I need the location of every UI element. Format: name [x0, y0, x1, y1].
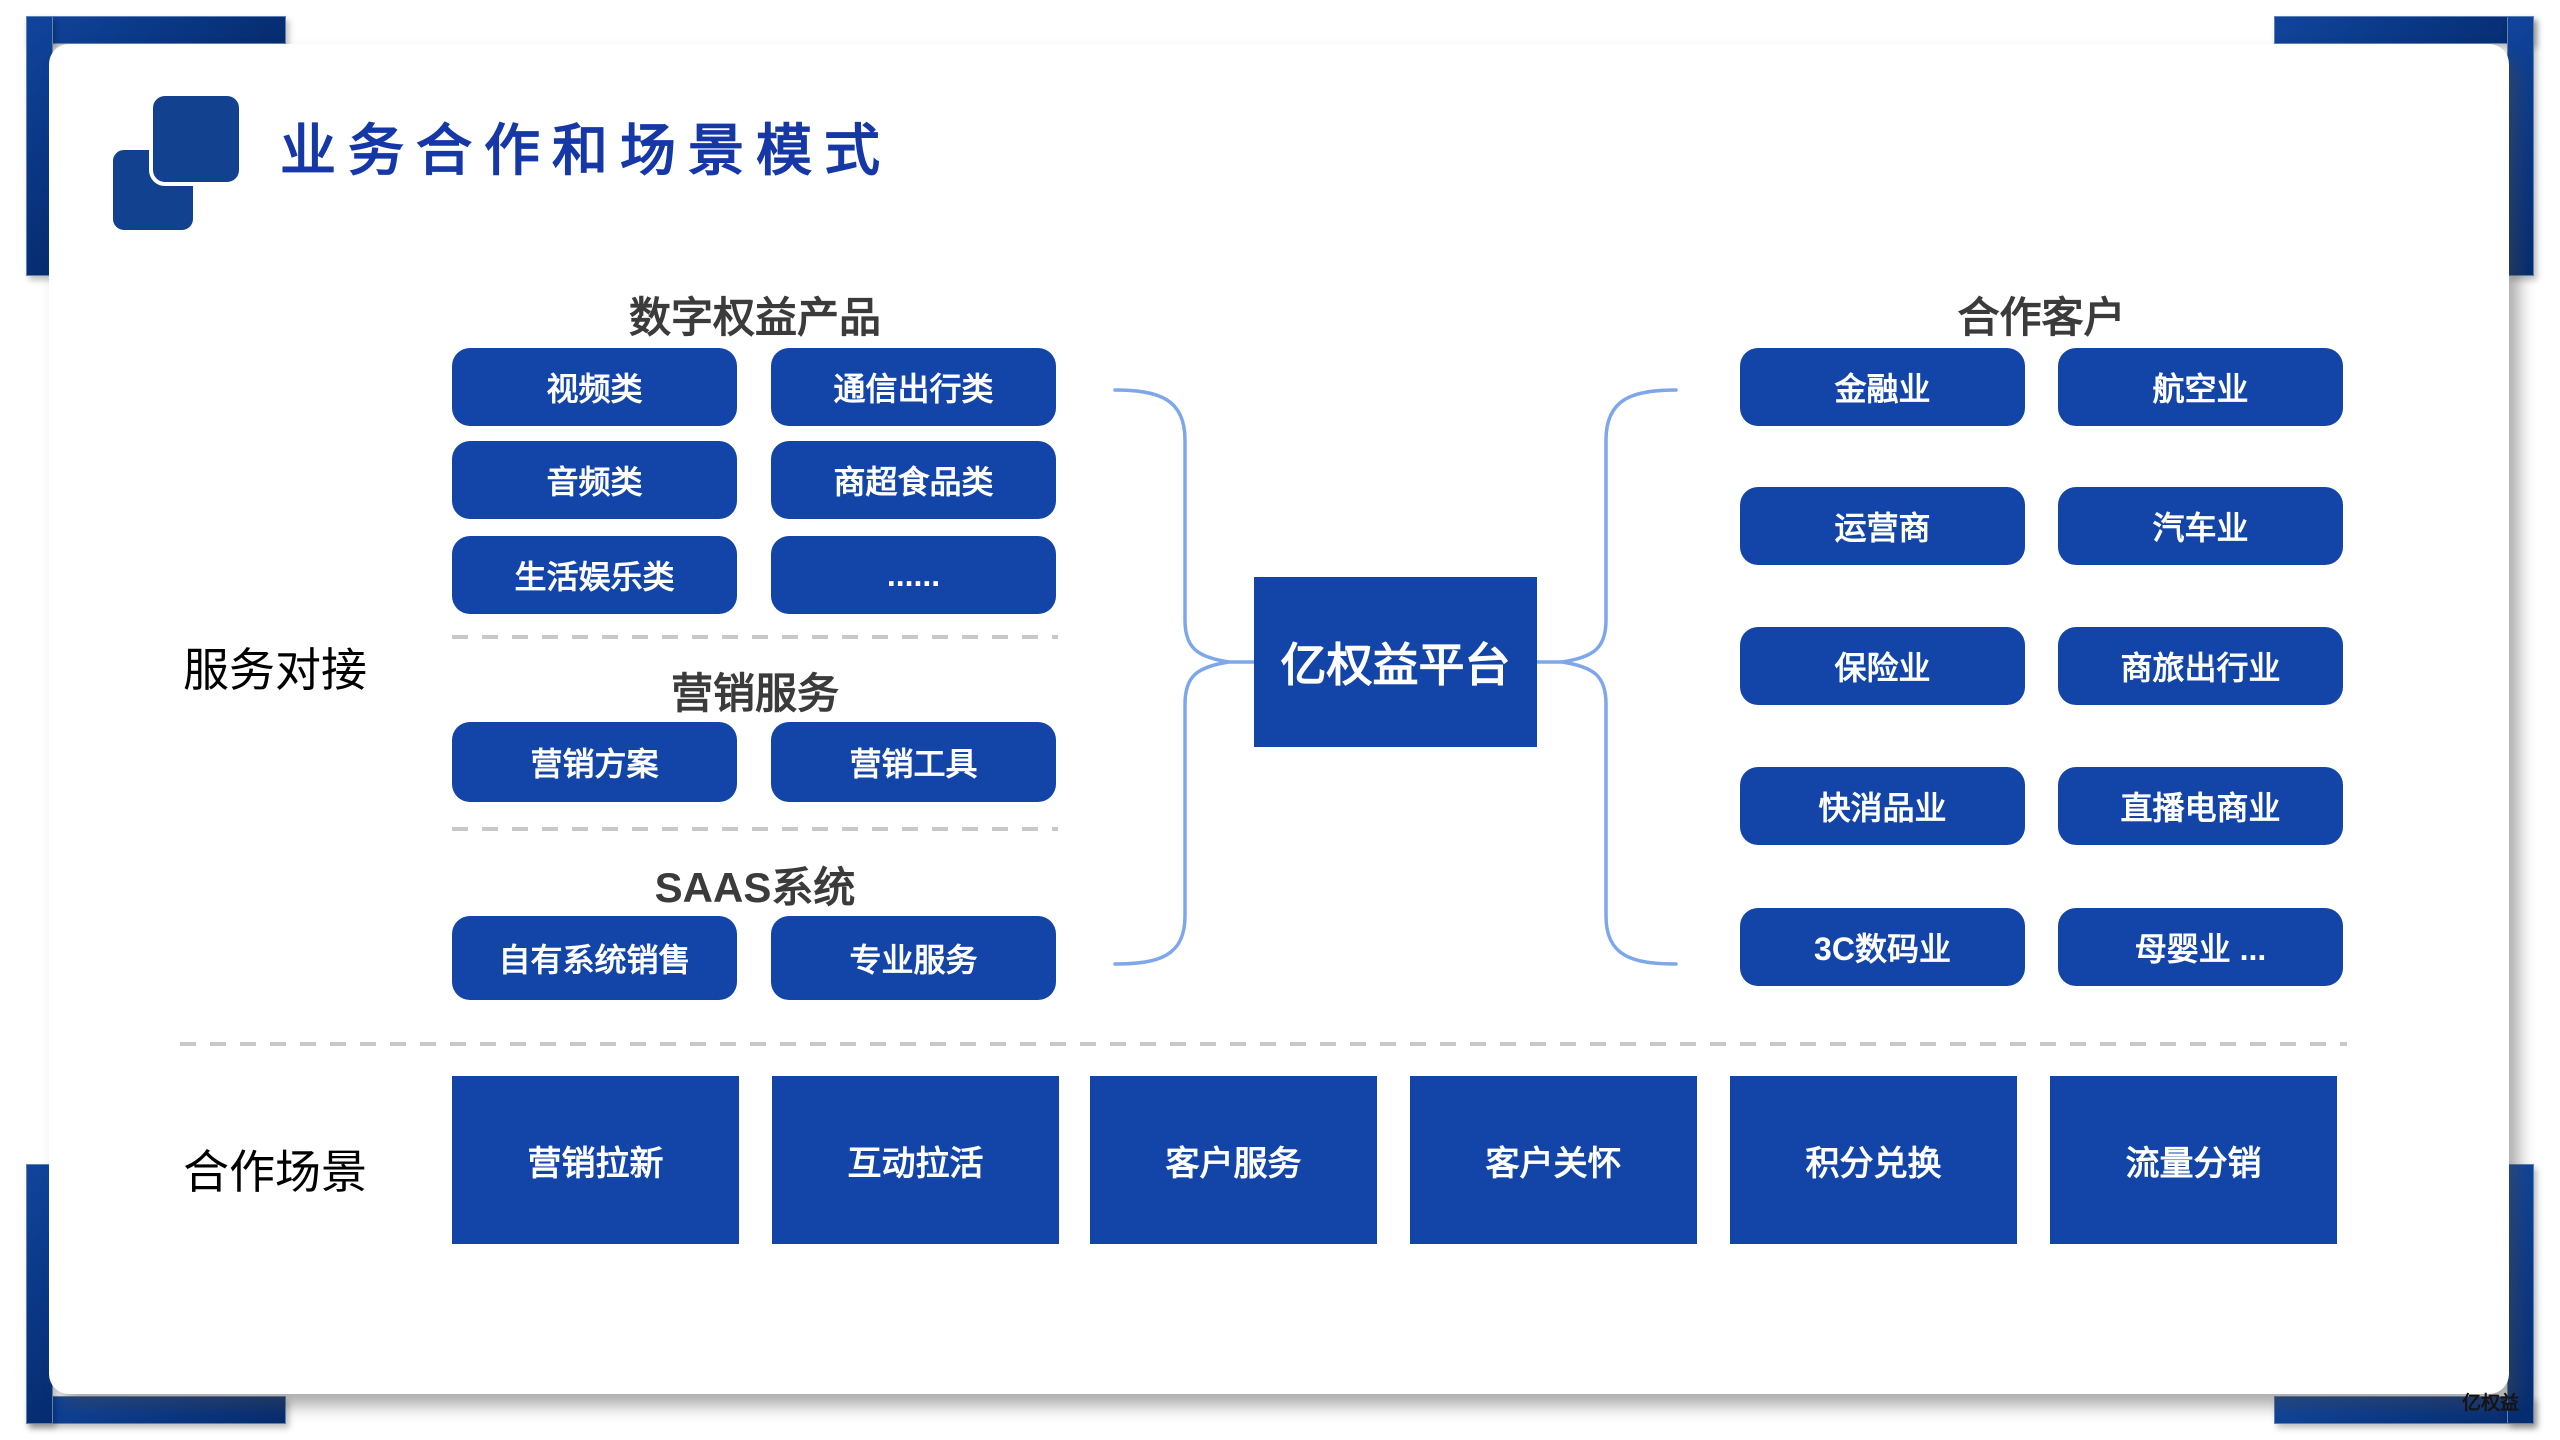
scene-traffic-distribution: 流量分销	[2050, 1076, 2337, 1244]
section-header-digital-products: 数字权益产品	[628, 294, 881, 341]
node-marketing-tools: 营销工具	[771, 722, 1056, 802]
divider-dashed-bottom	[180, 1042, 2347, 1046]
corner-bracket-top-left	[26, 16, 286, 276]
bracket-bar	[26, 16, 53, 276]
divider-dashed	[452, 827, 1058, 831]
bracket-bar	[2274, 1396, 2534, 1424]
brace-connectors	[1113, 388, 1678, 966]
node-finance: 金融业	[1740, 348, 2025, 426]
node-carrier: 运营商	[1740, 487, 2025, 565]
scene-marketing-acquisition: 营销拉新	[452, 1076, 739, 1244]
node-telecom-travel: 通信出行类	[771, 348, 1056, 426]
node-fmcg: 快消品业	[1740, 767, 2025, 845]
corner-bracket-bottom-right	[2274, 1164, 2534, 1424]
section-header-partners: 合作客户	[1957, 294, 2126, 341]
node-audio: 音频类	[452, 441, 737, 519]
node-insurance: 保险业	[1740, 627, 2025, 705]
node-business-travel: 商旅出行业	[2058, 627, 2343, 705]
scene-customer-service: 客户服务	[1090, 1076, 1377, 1244]
bracket-bar	[26, 1396, 286, 1424]
page-title: 业务合作和场景模式	[280, 119, 892, 182]
watermark-text: 亿权益	[2462, 1393, 2520, 1414]
section-header-saas-system: SAAS系统	[654, 864, 856, 911]
platform-box: 亿权益平台	[1254, 577, 1537, 747]
node-own-system-sales: 自有系统销售	[452, 916, 737, 1000]
corner-bracket-top-right	[2274, 16, 2534, 276]
node-mother-baby: 母婴业 ...	[2058, 908, 2343, 986]
node-supermarket-food: 商超食品类	[771, 441, 1056, 519]
node-professional-service: 专业服务	[771, 916, 1056, 1000]
node-life-entertainment: 生活娱乐类	[452, 536, 737, 614]
scene-points-redemption: 积分兑换	[1730, 1076, 2017, 1244]
axis-label-services: 服务对接	[183, 644, 367, 696]
left-brace	[1113, 388, 1256, 966]
section-header-marketing-services: 营销服务	[670, 670, 839, 717]
bracket-bar	[2274, 16, 2534, 44]
scene-interactive-activation: 互动拉活	[772, 1076, 1059, 1244]
node-aviation: 航空业	[2058, 348, 2343, 426]
scene-customer-care: 客户关怀	[1410, 1076, 1697, 1244]
node-live-ecommerce: 直播电商业	[2058, 767, 2343, 845]
bracket-bar	[26, 16, 286, 44]
node-ellipsis: ......	[771, 536, 1056, 614]
divider-dashed	[452, 635, 1058, 639]
slide-card: 业务合作和场景模式 服务对接 合作场景 数字权益产品 视频类 通信出行类 音频类…	[49, 44, 2509, 1394]
bracket-bar	[2507, 16, 2534, 276]
node-3c-digital: 3C数码业	[1740, 908, 2025, 986]
bracket-bar	[2507, 1164, 2534, 1424]
logo-square-front-icon	[149, 92, 243, 186]
node-video: 视频类	[452, 348, 737, 426]
right-brace	[1535, 388, 1678, 966]
node-marketing-plan: 营销方案	[452, 722, 737, 802]
node-automotive: 汽车业	[2058, 487, 2343, 565]
corner-bracket-bottom-left	[26, 1164, 286, 1424]
axis-label-scenes: 合作场景	[183, 1146, 367, 1198]
